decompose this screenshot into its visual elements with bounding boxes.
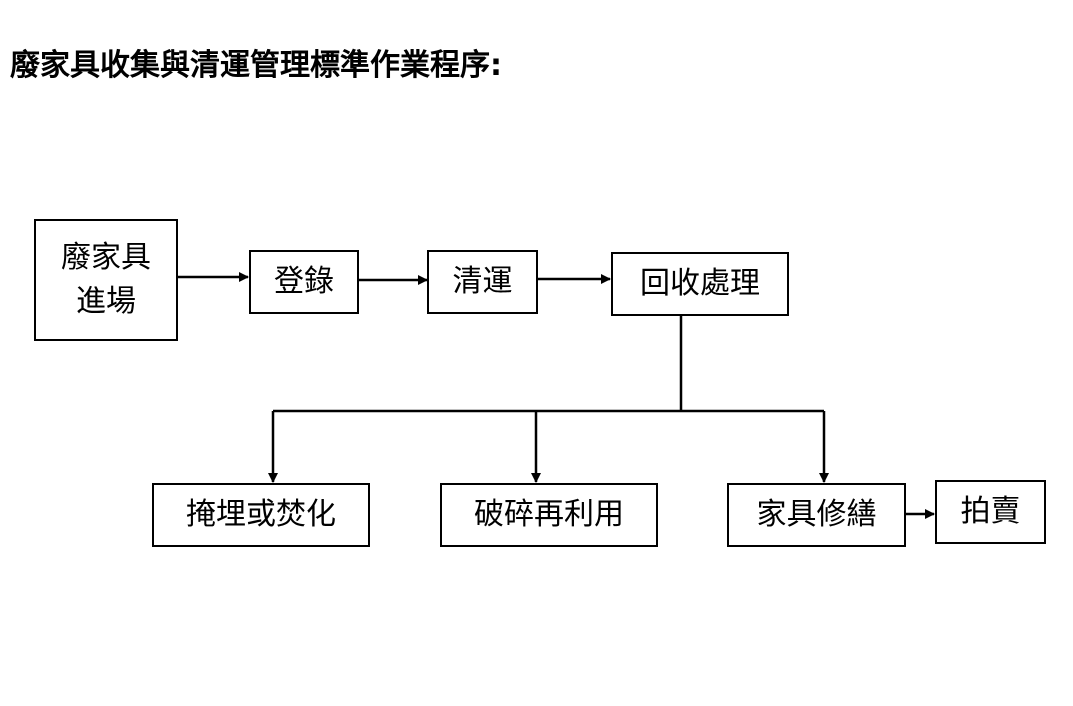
node-register: 登錄 — [249, 250, 359, 314]
node-repair-label: 家具修繕 — [756, 497, 877, 532]
node-entry-line2: 進場 — [76, 284, 136, 319]
node-register-label: 登錄 — [274, 264, 334, 299]
page-title: 廢家具收集與清運管理標準作業程序: — [10, 48, 502, 83]
node-entry: 廢家具 進場 — [34, 219, 178, 341]
node-crush-label: 破碎再利用 — [474, 497, 624, 532]
node-transport: 清運 — [427, 250, 538, 314]
node-landfill-label: 掩埋或焚化 — [186, 497, 336, 532]
node-auction-label: 拍賣 — [960, 494, 1021, 529]
node-transport-label: 清運 — [452, 264, 513, 299]
node-crush: 破碎再利用 — [440, 483, 658, 547]
node-recycle: 回收處理 — [611, 252, 789, 316]
node-entry-line1: 廢家具 — [61, 240, 151, 275]
node-auction: 拍賣 — [935, 480, 1046, 544]
node-recycle-label: 回收處理 — [640, 266, 760, 301]
node-repair: 家具修繕 — [727, 483, 906, 547]
node-landfill: 掩埋或焚化 — [152, 483, 370, 547]
